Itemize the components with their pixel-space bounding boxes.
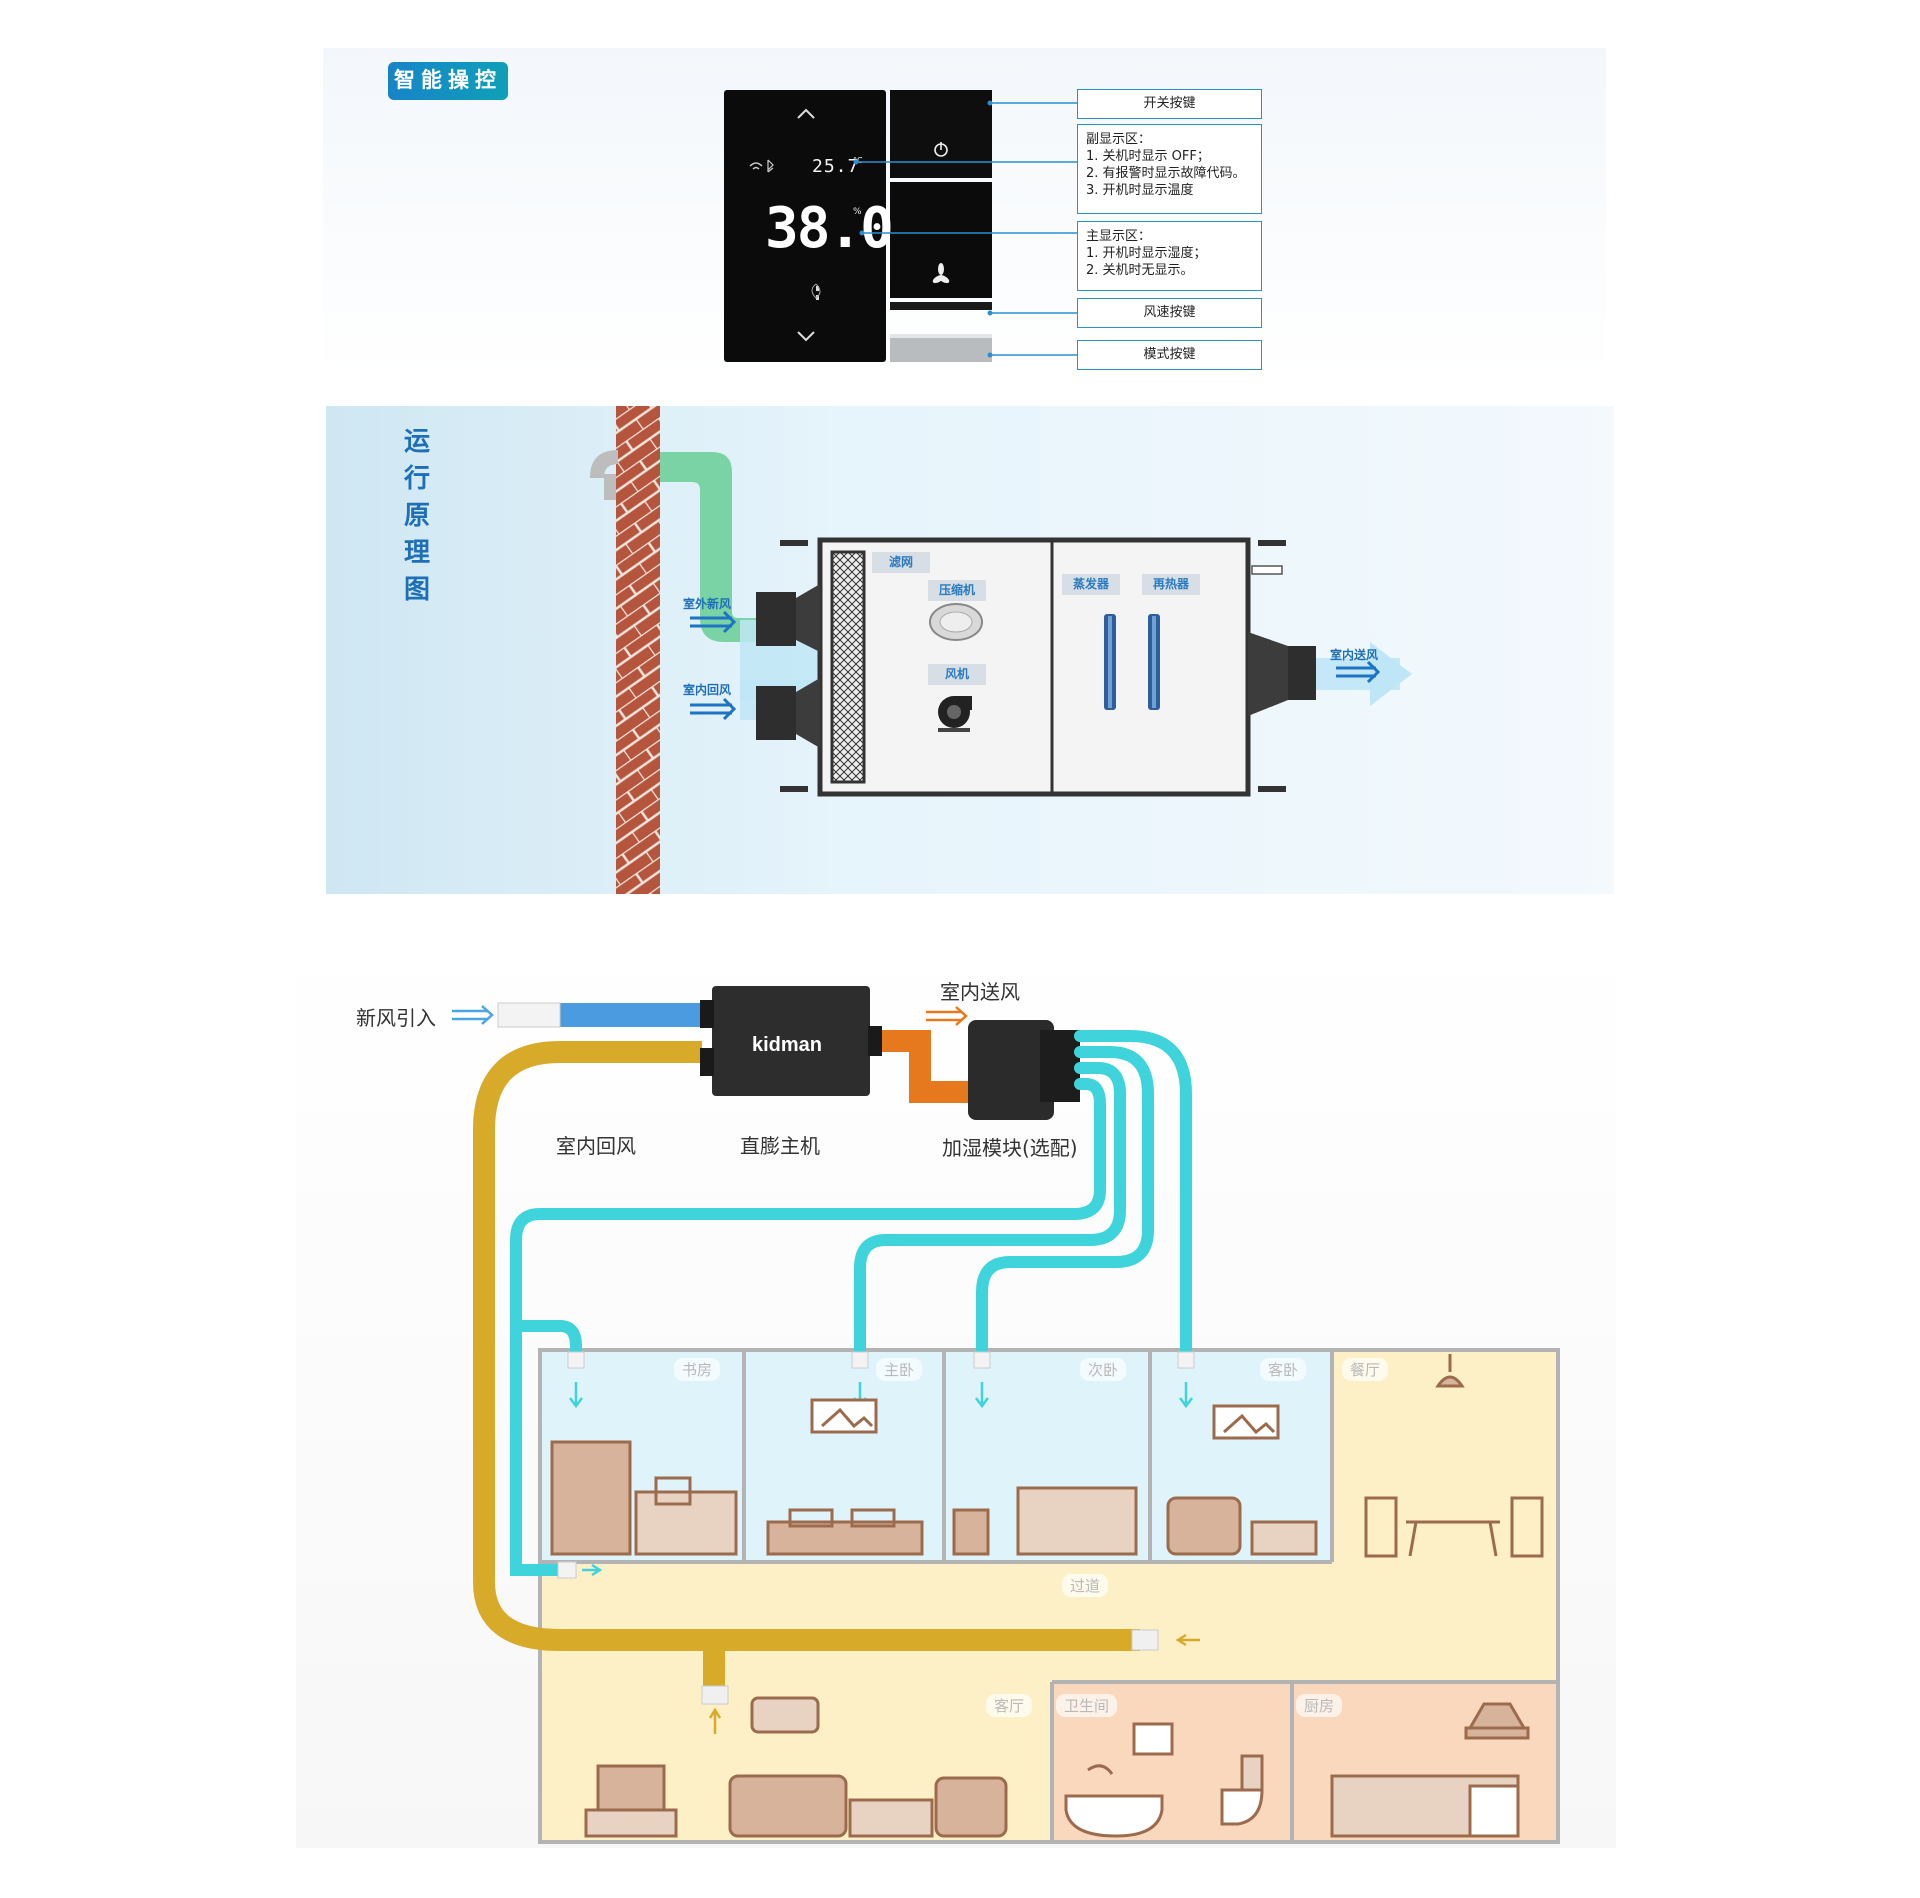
- room-label-bathroom: 卫生间: [1056, 1694, 1118, 1717]
- main-unit: [712, 986, 870, 1096]
- bluetooth-icon: [767, 159, 774, 173]
- title-char: 理: [403, 538, 430, 568]
- study-furniture: [550, 1440, 738, 1556]
- airflow-arrows: [690, 610, 1381, 721]
- callout-main-display: 主显示区： 1. 开机时显示湿度； 2. 关机时无显示。: [1077, 221, 1262, 291]
- supply-ducts: [510, 1030, 1192, 1576]
- tag-compressor: 压缩机: [928, 580, 986, 601]
- fresh-intake-duct: [560, 1003, 702, 1027]
- callout-sub-display-title: 副显示区：: [1086, 132, 1152, 147]
- floor-plan: [452, 986, 1560, 1844]
- fresh-air-duct: [660, 452, 758, 642]
- room-label-master: 主卧: [876, 1358, 923, 1381]
- fan-button-icon[interactable]: [931, 263, 950, 285]
- label-indoor-supply: 室内送风: [940, 980, 1020, 1004]
- label-supply-air: 室内送风: [1330, 648, 1379, 662]
- picture-frame-icon: [1212, 1404, 1280, 1440]
- section-controls-title: 智能操控: [388, 62, 508, 100]
- tag-filter: 滤网: [872, 552, 930, 573]
- tag-fan: 风机: [928, 664, 986, 685]
- title-char: 图: [403, 575, 430, 605]
- tag-evaporator: 蒸发器: [1062, 574, 1120, 595]
- reheater-coil: [1148, 614, 1160, 710]
- tag-reheater: 再热器: [1142, 574, 1200, 595]
- outlet-supply: [1248, 632, 1288, 716]
- callout-sub-display-line: 1. 关机时显示 OFF；: [1086, 149, 1210, 164]
- guest-armchair: [1166, 1496, 1318, 1556]
- power-button-icon[interactable]: [934, 142, 948, 157]
- filter-mesh: [830, 550, 866, 784]
- picture-frame-icon: [810, 1398, 878, 1434]
- brick-wall: [616, 406, 660, 894]
- label-main-unit: 直膨主机: [740, 1134, 820, 1158]
- supply-connector-duct: [882, 1030, 970, 1103]
- room-label-kitchen: 厨房: [1296, 1694, 1343, 1717]
- leaf-icon: [811, 283, 821, 299]
- humidifier-module: [968, 1020, 1054, 1120]
- inlet-fresh: [756, 592, 796, 646]
- callout-main-display-line: 2. 关机时无显示。: [1086, 263, 1194, 278]
- living-wall-shelf: [750, 1696, 820, 1734]
- room-label-second: 次卧: [1080, 1358, 1127, 1381]
- callout-power-key: 开关按键: [1077, 89, 1262, 119]
- callout-fan-key: 风速按键: [1077, 298, 1262, 328]
- room-label-study: 书房: [674, 1358, 721, 1381]
- label-indoor-return: 室内回风: [556, 1134, 636, 1158]
- section-principle-title: 运 行 原 理 图: [400, 424, 434, 609]
- room-label-corridor: 过道: [1062, 1574, 1109, 1597]
- label-return-air: 室内回风: [683, 683, 732, 697]
- arrow-down-icon[interactable]: [797, 331, 815, 342]
- vent-hood: [590, 450, 618, 478]
- second-bed: [952, 1486, 1138, 1556]
- callout-sub-display: 副显示区： 1. 关机时显示 OFF； 2. 有报警时显示故障代码。 3. 开机…: [1077, 124, 1262, 214]
- callout-sub-display-line: 2. 有报警时显示故障代码。: [1086, 166, 1246, 181]
- evaporator-coil: [1104, 614, 1116, 710]
- room-label-dining: 餐厅: [1342, 1358, 1389, 1381]
- furniture: [550, 1354, 1544, 1838]
- blower-fan-icon: [938, 696, 972, 732]
- title-char: 原: [403, 501, 430, 531]
- label-humidifier: 加湿模块(选配): [942, 1136, 1078, 1160]
- label-outdoor-air: 室外新风: [683, 597, 732, 611]
- lamp-icon: [1435, 1354, 1465, 1388]
- inlet-return: [756, 686, 796, 740]
- living-tv: [584, 1764, 678, 1838]
- master-bed: [766, 1508, 924, 1556]
- sub-display-value: 25.7: [812, 156, 860, 177]
- brand-logo: kidman: [752, 1034, 823, 1056]
- callout-main-display-title: 主显示区：: [1086, 229, 1152, 244]
- wifi-icon: [749, 162, 763, 170]
- return-duct: [473, 1041, 1140, 1651]
- main-display-unit: %: [853, 207, 862, 217]
- principle-diagram: [590, 406, 1412, 894]
- room-corridor: [540, 1562, 1558, 1682]
- kitchen-counter: [1330, 1774, 1520, 1838]
- callout-sub-display-line: 3. 开机时显示温度: [1086, 183, 1194, 198]
- arrow-up-icon[interactable]: [797, 108, 815, 119]
- room-label-guest: 客卧: [1260, 1358, 1307, 1381]
- toilet-icon: [1220, 1754, 1264, 1826]
- label-fresh-intake: 新风引入: [356, 1006, 436, 1030]
- main-display-value: 38.0: [765, 196, 894, 261]
- living-sofa: [728, 1774, 1008, 1838]
- callout-lines: [853, 100, 1077, 358]
- title-char: 行: [403, 464, 430, 494]
- dining-table: [1364, 1496, 1544, 1558]
- title-char: 运: [403, 427, 430, 457]
- bath-mirror-icon: [1132, 1722, 1174, 1756]
- callout-mode-key: 模式按键: [1077, 340, 1262, 370]
- range-hood-icon: [1464, 1702, 1530, 1740]
- callout-main-display-line: 1. 开机时显示湿度；: [1086, 246, 1207, 261]
- thermostat-panel: [724, 90, 992, 362]
- room-label-living: 客厅: [986, 1694, 1033, 1717]
- mode-small-icon: [816, 286, 819, 300]
- bathtub-icon: [1064, 1764, 1164, 1838]
